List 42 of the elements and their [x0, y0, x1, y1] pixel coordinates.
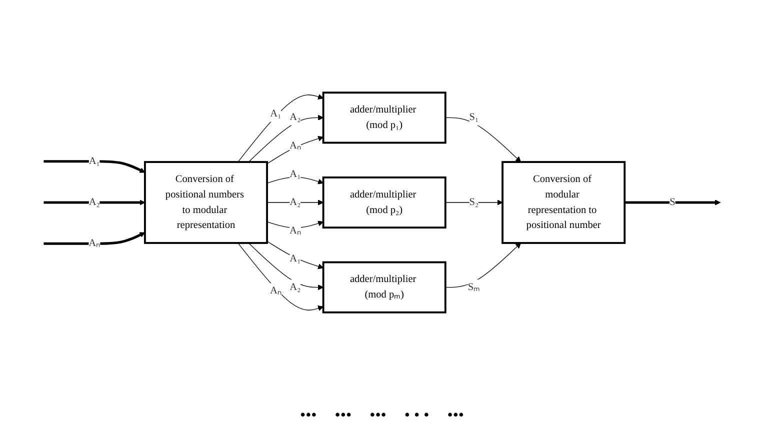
edge-label: A₂ [290, 282, 301, 292]
ellipsis-label: ••• [300, 407, 317, 425]
edge-label: Sₘ [468, 282, 480, 292]
arrow [44, 232, 146, 245]
edge-label: A₁ [270, 108, 282, 120]
edge-label: A₂ [290, 196, 301, 208]
ellipsis-label: ••• [334, 407, 352, 425]
node-box: adder/multiplier (mod p₂) [322, 176, 446, 229]
ellipsis-label: ••• [447, 407, 464, 425]
edge-label: A₁ [290, 253, 301, 264]
edge-label: Aₙ [270, 285, 282, 296]
arrow [248, 114, 324, 162]
arrow [248, 242, 324, 290]
node-box: adder/multiplier (mod p₁) [322, 92, 446, 144]
arrow [44, 200, 146, 206]
arrow [238, 94, 324, 162]
edge-label: A₁ [88, 156, 100, 167]
ellipsis-label: ••• [370, 407, 386, 425]
edge-label: S₁ [469, 112, 479, 123]
arrow [445, 200, 503, 206]
node-box: adder/multiplier (mod pₘ) [322, 261, 446, 314]
arrow [624, 200, 721, 206]
edge-label: A₂ [290, 112, 301, 123]
node-box: Conversion of positional numbers to modular representation [144, 161, 268, 244]
edge-label: Aₙ [290, 140, 301, 152]
edge-label: Aₙ [88, 238, 100, 249]
ellipsis-label: • • • [404, 407, 430, 425]
edge-label: Aₙ [290, 224, 301, 236]
arrow [266, 240, 324, 270]
edge-label: S [670, 196, 676, 208]
arrow [266, 176, 324, 184]
edge-label: A₂ [88, 196, 100, 208]
node-box: Conversion of modular representation to positional number [502, 161, 626, 244]
arrow [266, 220, 324, 228]
arrow [44, 160, 146, 173]
arrow [266, 200, 324, 206]
edge-label: S₂ [469, 196, 479, 208]
arrow [266, 136, 324, 164]
edge-label: A₁ [290, 168, 301, 180]
arrow [445, 117, 522, 162]
arrow [445, 242, 522, 288]
arrow [238, 242, 324, 311]
